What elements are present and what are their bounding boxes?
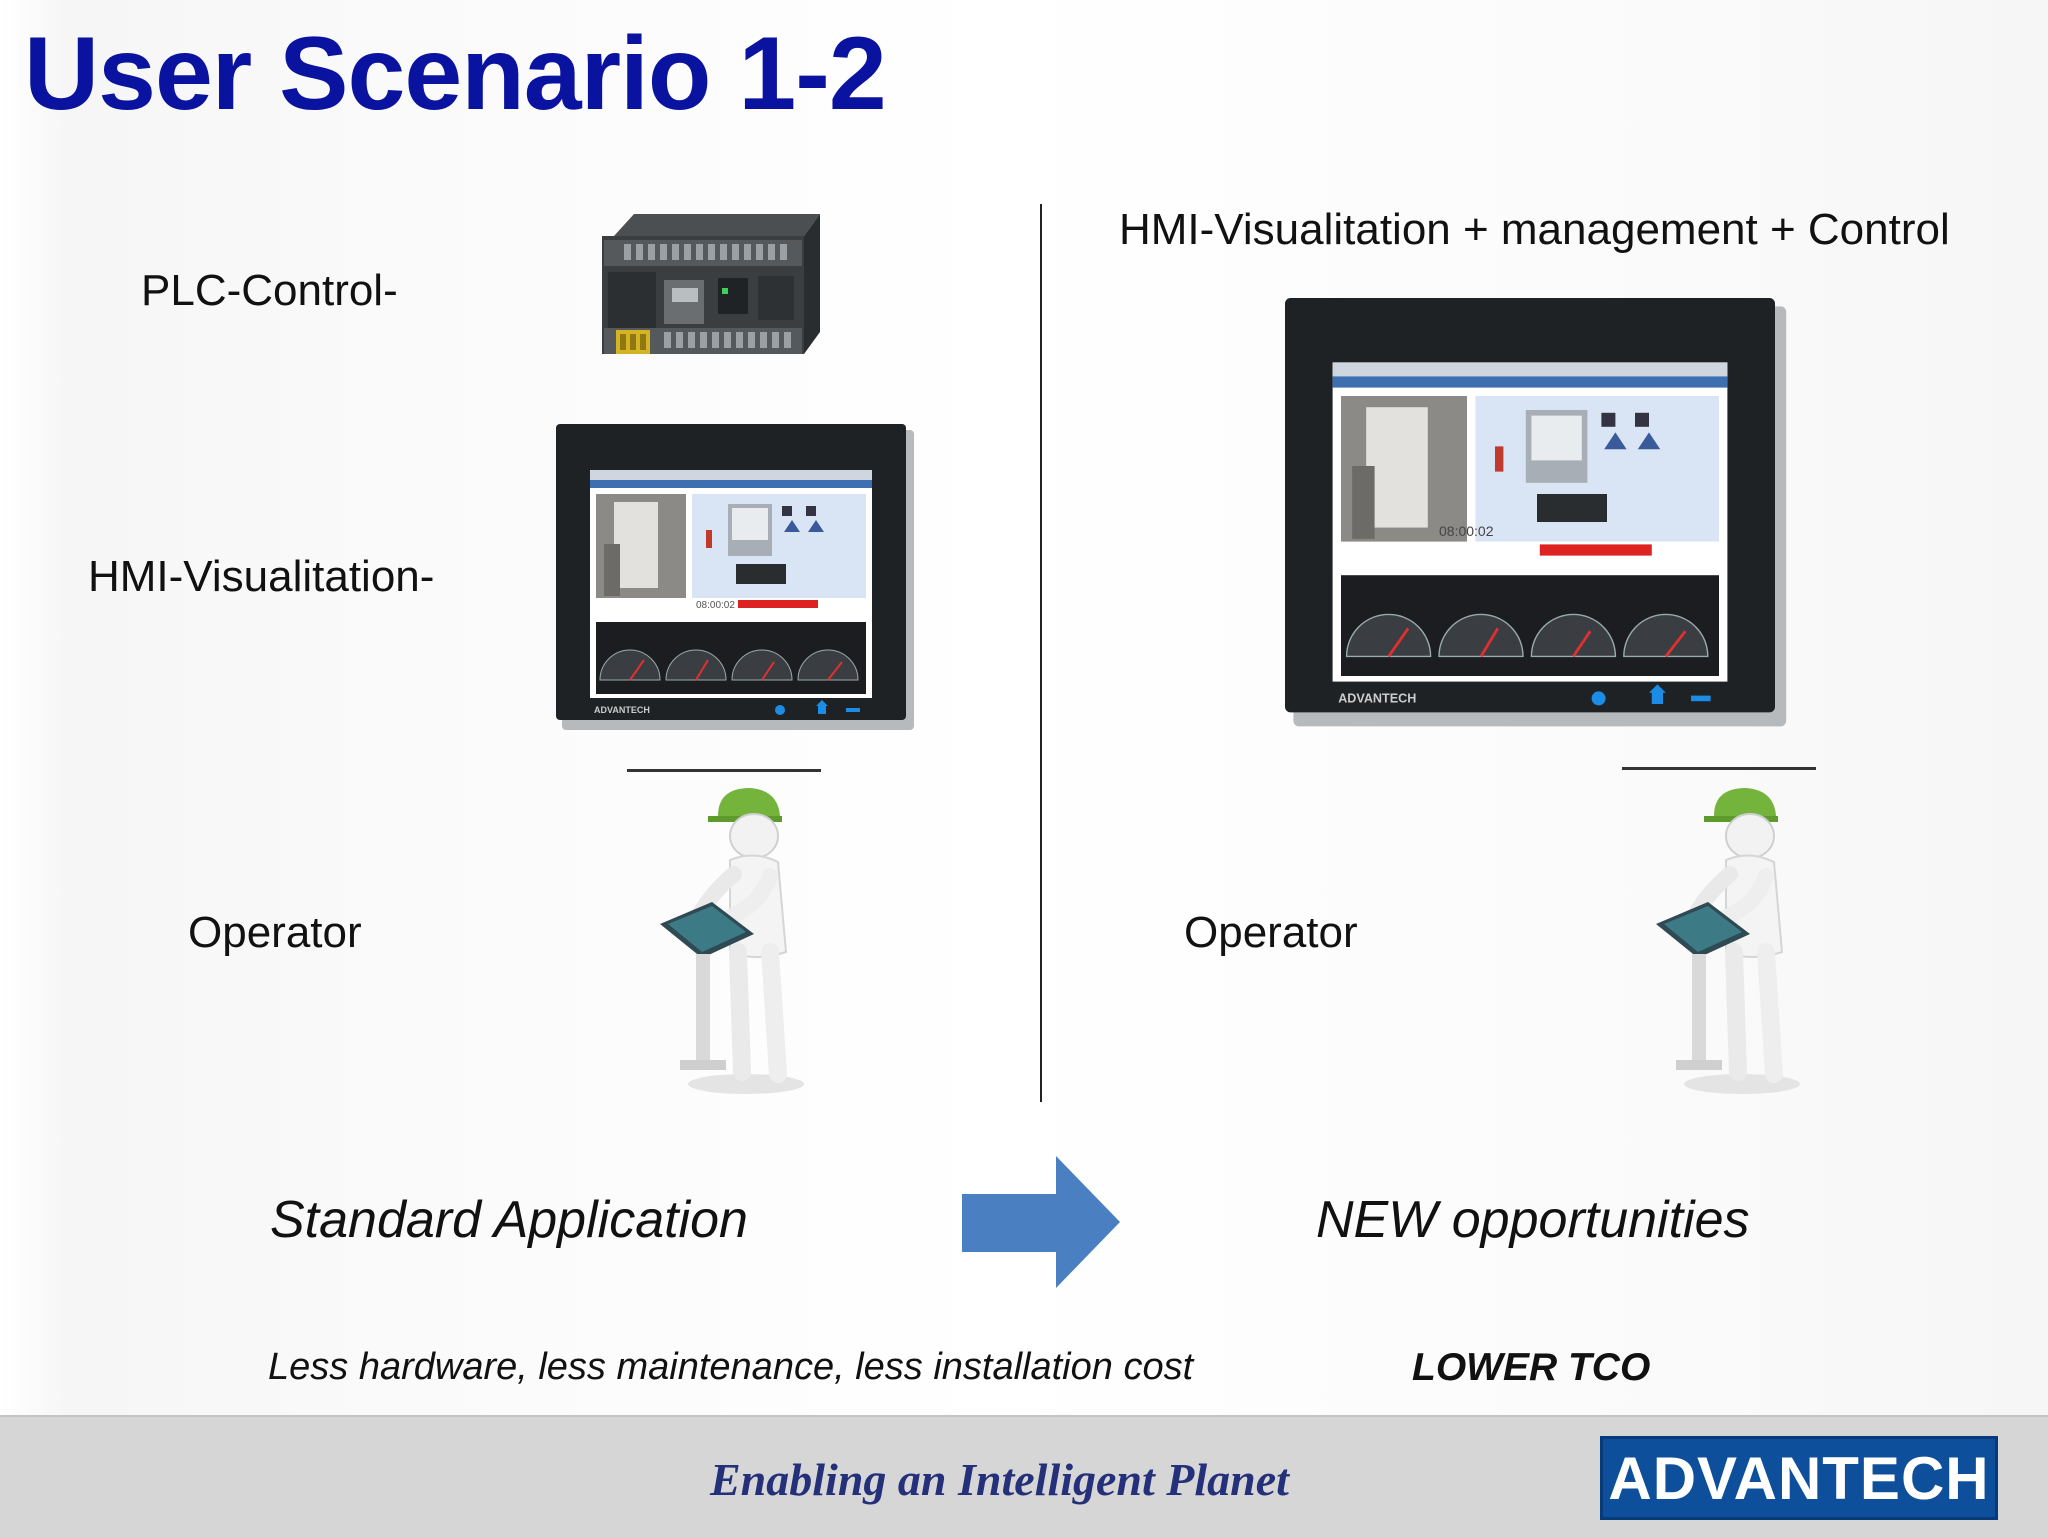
standard-application-label: Standard Application bbox=[270, 1191, 748, 1249]
hmi-visualitation-label: HMI-Visualitation- bbox=[88, 552, 435, 601]
hmi-management-control-label: HMI-Visualitation + management + Control bbox=[1119, 205, 1950, 254]
new-opportunities-label: NEW opportunities bbox=[1316, 1191, 1750, 1249]
operator-label-right: Operator bbox=[1184, 908, 1358, 957]
hmi-logo-left: ADVANTECH bbox=[594, 705, 650, 715]
benefits-text: Less hardware, less maintenance, less in… bbox=[268, 1346, 1194, 1388]
hmi-panel-icon-left: 08:00:02 ADVANTECH bbox=[556, 424, 914, 730]
separator-line-left bbox=[627, 769, 821, 772]
advantech-logo-text: ADVANTECH bbox=[1608, 1444, 1990, 1512]
hmi-logo-right: ADVANTECH bbox=[1338, 692, 1416, 706]
right-arrow-icon bbox=[962, 1156, 1120, 1288]
footer-tagline: Enabling an Intelligent Planet bbox=[710, 1454, 1289, 1505]
lower-tco-label: LOWER TCO bbox=[1412, 1346, 1651, 1389]
advantech-logo: ADVANTECH bbox=[1600, 1436, 1998, 1520]
plc-control-label: PLC-Control- bbox=[141, 266, 398, 315]
operator-figure-icon-right bbox=[1656, 788, 1800, 1094]
plc-device-icon bbox=[602, 214, 820, 354]
operator-label-left: Operator bbox=[188, 908, 362, 957]
hmi-panel-icon-right: 08:00:02 ADVANTECH bbox=[1285, 298, 1787, 727]
slide-title: User Scenario 1-2 bbox=[24, 16, 887, 132]
footer-bar: Enabling an Intelligent Planet ADVANTECH bbox=[0, 1415, 2048, 1538]
hmi-timestamp-left: 08:00:02 bbox=[696, 600, 735, 611]
hmi-timestamp-right: 08:00:02 bbox=[1439, 523, 1494, 539]
separator-line-right bbox=[1622, 767, 1816, 770]
column-divider bbox=[1040, 204, 1042, 1102]
operator-figure-icon-left bbox=[660, 788, 804, 1094]
